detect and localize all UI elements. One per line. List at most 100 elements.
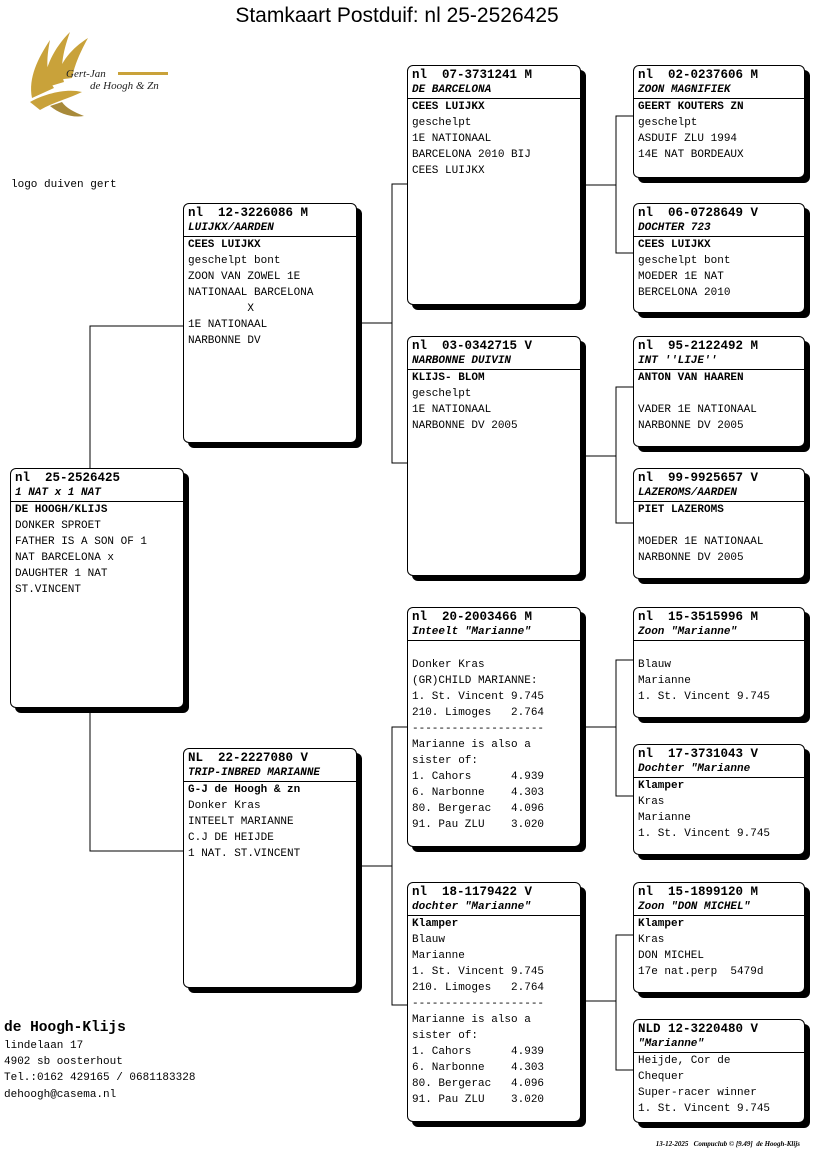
owner-email[interactable]: dehoogh@casema.nl <box>4 1088 117 1101</box>
breeder: CEES LUIJKX <box>188 239 261 251</box>
info-line: Marianne is also a <box>412 739 531 751</box>
info-line: 14E NAT BORDEAUX <box>638 149 744 161</box>
ring-number: nl 06-0728649 V <box>638 206 759 220</box>
pigeon-logo: Gert-Jan de Hoogh & Zn <box>30 32 168 117</box>
logo-caption: logo duiven gert <box>11 179 117 191</box>
info-line: Marianne is also a <box>412 1014 531 1026</box>
info-line: INTEELT MARIANNE <box>188 816 294 828</box>
info-line: DONKER SPROET <box>15 520 101 532</box>
info-line: DAUGHTER 1 NAT <box>15 568 108 580</box>
pigeon-name: Zoon "Marianne" <box>634 625 804 641</box>
pigeon-card-fff[interactable]: nl 02-0237606 M ZOON MAGNIFIEK GEERT KOU… <box>633 65 805 178</box>
info-line: 91. Pau ZLU 3.020 <box>412 819 545 831</box>
pigeon-card-subject[interactable]: nl 25-2526425 1 NAT x 1 NAT DE HOOGH/KLI… <box>10 468 184 708</box>
info-line: 91. Pau ZLU 3.020 <box>412 1094 545 1106</box>
pigeon-name: "Marianne" <box>634 1037 804 1053</box>
breeder: KLIJS- BLOM <box>412 372 485 384</box>
breeder: CEES LUIJKX <box>638 239 711 251</box>
pigeon-card-mmf[interactable]: nl 15-1899120 M Zoon "DON MICHEL" Klampe… <box>633 882 805 993</box>
logo-line1: Gert-Jan <box>66 68 106 80</box>
breeder: Klamper <box>638 780 685 792</box>
pigeon-name: INT ''LIJE'' <box>634 354 804 370</box>
ring-number: nl 18-1179422 V <box>412 885 533 899</box>
pigeon-card-mm[interactable]: nl 18-1179422 V dochter "Marianne" Klamp… <box>407 882 581 1122</box>
breeder: Klamper <box>638 918 685 930</box>
info-line: geschelpt bont <box>188 255 281 267</box>
info-line: 1. St. Vincent 9.745 <box>412 691 545 703</box>
info-line: geschelpt bont <box>638 255 731 267</box>
pigeon-name: Inteelt "Marianne" <box>408 625 580 641</box>
ring-number: nl 03-0342715 V <box>412 339 533 353</box>
info-line: Kras <box>638 934 665 946</box>
pigeon-card-ff[interactable]: nl 07-3731241 M DE BARCELONA CEES LUIJKX… <box>407 65 581 305</box>
pigeon-name: 1 NAT x 1 NAT <box>11 486 183 502</box>
pigeon-card-mfm[interactable]: nl 17-3731043 V Dochter "Marianne Klampe… <box>633 744 805 855</box>
info-line: 80. Bergerac 4.096 <box>412 803 545 815</box>
info-line: geschelpt <box>638 117 698 129</box>
info-line: geschelpt <box>412 388 472 400</box>
pigeon-name: dochter "Marianne" <box>408 900 580 916</box>
info-line: 1E NATIONAAL <box>412 404 492 416</box>
info-line: Donker Kras <box>412 659 485 671</box>
info-line: ASDUIF ZLU 1994 <box>638 133 738 145</box>
info-line: Heijde, Cor de <box>638 1055 731 1067</box>
info-line: 1 NAT. ST.VINCENT <box>188 848 301 860</box>
info-line: ST.VINCENT <box>15 584 82 596</box>
page-title: Stamkaart Postduif: nl 25-2526425 <box>235 4 559 27</box>
pigeon-card-fmm[interactable]: nl 99-9925657 V LAZEROMS/AARDEN PIET LAZ… <box>633 468 805 579</box>
info-line: X <box>188 303 255 315</box>
ring-number: NL 22-2227080 V <box>188 751 309 765</box>
pigeon-card-fmf[interactable]: nl 95-2122492 M INT ''LIJE'' ANTON VAN H… <box>633 336 805 447</box>
info-line: C.J DE HEIJDE <box>188 832 274 844</box>
pigeon-name: LAZEROMS/AARDEN <box>634 486 804 502</box>
info-line: 1. St. Vincent 9.745 <box>638 1103 771 1115</box>
ring-number: nl 02-0237606 M <box>638 68 759 82</box>
info-line: 1. Cahors 4.939 <box>412 1046 545 1058</box>
ring-number: NLD 12-3220480 V <box>638 1022 759 1036</box>
info-line: Kras <box>638 796 665 808</box>
info-line <box>638 386 801 402</box>
info-line: ZOON VAN ZOWEL 1E <box>188 271 301 283</box>
info-line: BARCELONA 2010 BIJ <box>412 149 531 161</box>
pigeon-card-mmm[interactable]: NLD 12-3220480 V "Marianne" Heijde, Cor … <box>633 1019 805 1123</box>
info-line: NARBONNE DV 2005 <box>638 552 744 564</box>
info-line: MOEDER 1E NATIONAAL <box>638 536 764 548</box>
ring-number: nl 95-2122492 M <box>638 339 759 353</box>
ring-number: nl 99-9925657 V <box>638 471 759 485</box>
info-line: BERCELONA 2010 <box>638 287 731 299</box>
info-line: Super-racer winner <box>638 1087 757 1099</box>
info-line: NATIONAAL BARCELONA <box>188 287 314 299</box>
info-line <box>412 641 577 657</box>
ring-number: nl 15-3515996 M <box>638 610 759 624</box>
info-line: 1. Cahors 4.939 <box>412 771 545 783</box>
logo-line2: de Hoogh & Zn <box>90 80 159 92</box>
info-line: NAT BARCELONA x <box>15 552 115 564</box>
info-line: Chequer <box>638 1071 685 1083</box>
owner-address: lindelaan 17 <box>4 1040 84 1052</box>
ring-number: nl 07-3731241 M <box>412 68 533 82</box>
info-line: 1. St. Vincent 9.745 <box>638 828 771 840</box>
pigeon-name: NARBONNE DUIVIN <box>408 354 580 370</box>
owner-block: de Hoogh-Klijs lindelaan 17 4902 sb oost… <box>4 1018 195 1103</box>
pigeon-name: TRIP-INBRED MARIANNE <box>184 766 356 782</box>
info-line: VADER 1E NATIONAAL <box>638 404 757 416</box>
pigeon-card-father[interactable]: nl 12-3226086 M LUIJKX/AARDEN CEES LUIJK… <box>183 203 357 443</box>
breeder: Klamper <box>412 918 459 930</box>
pigeon-card-fm[interactable]: nl 03-0342715 V NARBONNE DUIVIN KLIJS- B… <box>407 336 581 576</box>
info-line: 6. Narbonne 4.303 <box>412 787 545 799</box>
pigeon-card-mother[interactable]: NL 22-2227080 V TRIP-INBRED MARIANNE G-J… <box>183 748 357 988</box>
info-line <box>638 518 801 534</box>
breeder: PIET LAZEROMS <box>638 504 724 516</box>
breeder: ANTON VAN HAAREN <box>638 372 744 384</box>
info-line: 6. Narbonne 4.303 <box>412 1062 545 1074</box>
info-line: Blauw <box>638 659 672 671</box>
info-line: 80. Bergerac 4.096 <box>412 1078 545 1090</box>
pigeon-card-mf[interactable]: nl 20-2003466 M Inteelt "Marianne" Donke… <box>407 607 581 847</box>
ring-number: nl 17-3731043 V <box>638 747 759 761</box>
info-line: 1. St. Vincent 9.745 <box>638 691 771 703</box>
ring-number: nl 20-2003466 M <box>412 610 533 624</box>
breeder: G-J de Hoogh & zn <box>188 784 301 796</box>
owner-city: 4902 sb oosterhout <box>4 1056 123 1069</box>
